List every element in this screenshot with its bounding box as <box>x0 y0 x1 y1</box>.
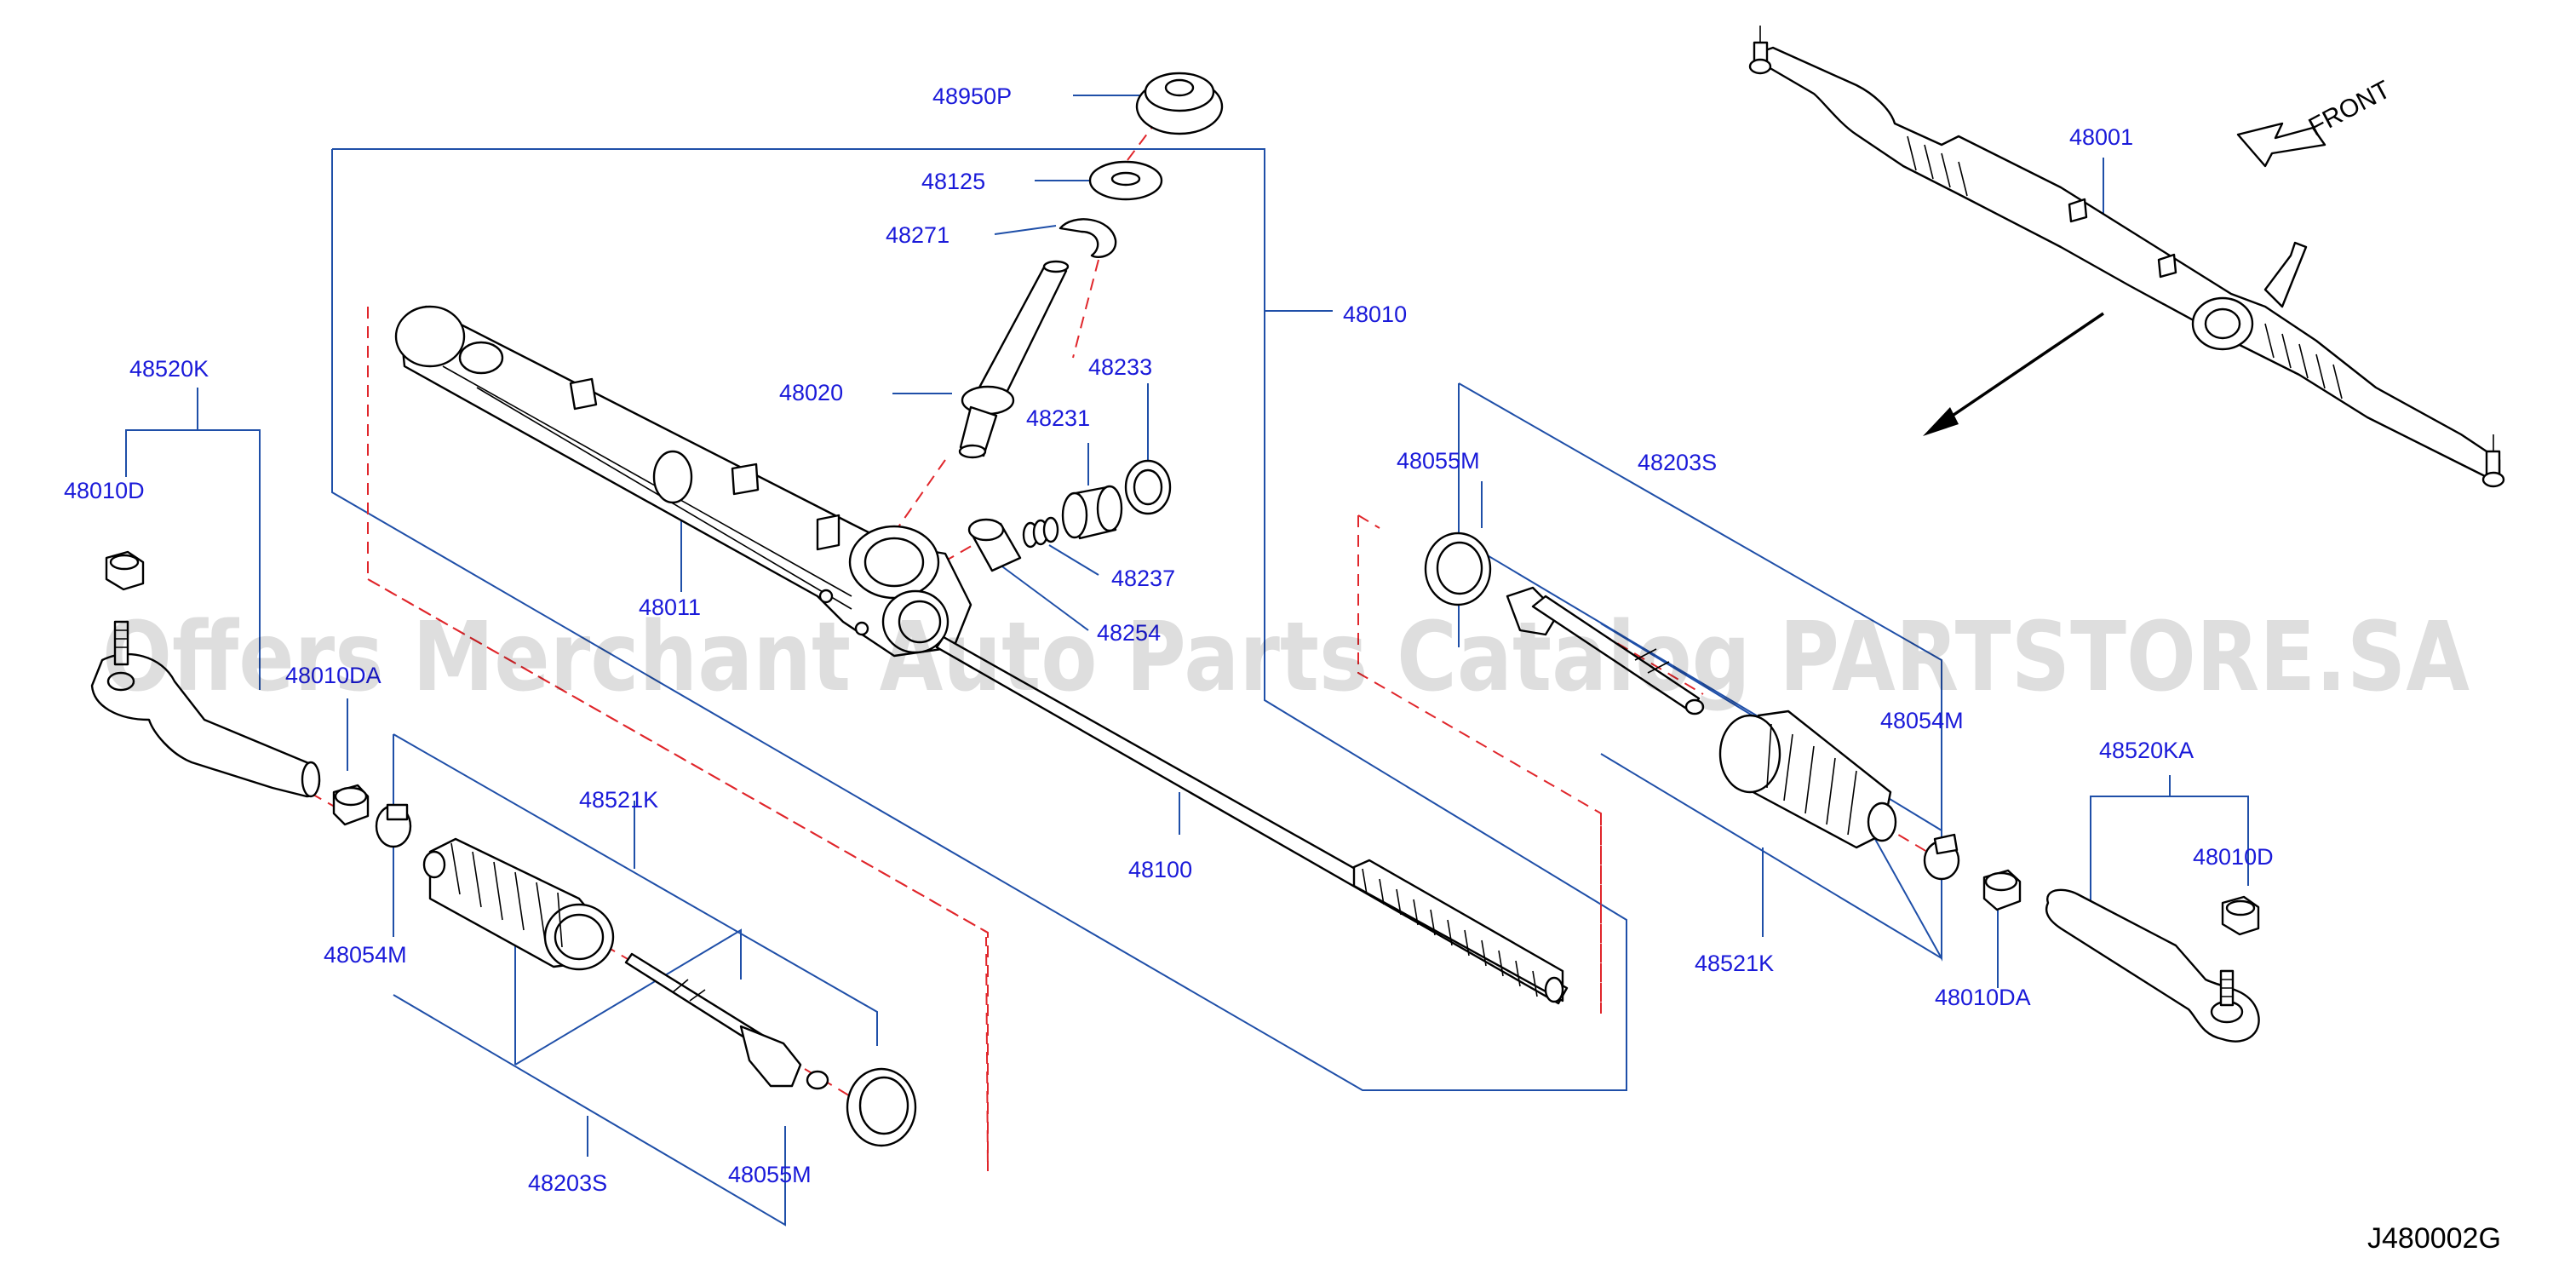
label-48020: 48020 <box>779 380 843 405</box>
insulator-48950P <box>1135 72 1224 135</box>
label-48054M-left: 48054M <box>324 942 407 968</box>
label-48203S-right: 48203S <box>1638 450 1717 475</box>
bracket-48203S-left <box>393 994 786 1227</box>
label-48237: 48237 <box>1111 566 1175 591</box>
label-48010DA-right: 48010DA <box>1935 985 2031 1010</box>
label-48233: 48233 <box>1088 354 1152 380</box>
front-arrow-icon <box>2236 122 2326 168</box>
label-48010: 48010 <box>1343 302 1407 327</box>
clamp-48055M-right <box>1424 531 1492 606</box>
clamp-48055M-left <box>846 1067 917 1147</box>
bracket-48521K-left <box>393 733 878 1046</box>
label-48520K: 48520K <box>129 356 209 382</box>
steering-gear-assembly-48001 <box>1748 26 2505 488</box>
bushing-48231 <box>1061 485 1123 540</box>
inner-tie-rod-48203S-left <box>624 952 829 1090</box>
snap-ring-48271 <box>1059 218 1117 259</box>
label-48054M-right: 48054M <box>1880 708 1964 733</box>
label-48010D-right: 48010D <box>2193 844 2274 870</box>
label-48001: 48001 <box>2069 124 2133 150</box>
label-48011: 48011 <box>639 595 701 620</box>
bracket-48520K <box>125 429 261 690</box>
label-48521K-left: 48521K <box>579 787 658 813</box>
watermark: Offers Merchant Auto Parts Catalog PARTS… <box>102 602 2470 713</box>
label-48010D-left: 48010D <box>64 478 145 503</box>
label-48520KA: 48520KA <box>2099 738 2194 763</box>
label-48254: 48254 <box>1097 620 1161 646</box>
direction-arrow-icon <box>1923 312 2104 436</box>
label-48010DA-left: 48010DA <box>285 663 382 688</box>
bracket-48010 <box>331 148 1627 1091</box>
nut-48010DA-right <box>1982 869 2022 911</box>
tie-rod-end-left-48520K <box>90 620 321 798</box>
label-48125: 48125 <box>921 169 985 194</box>
spring-48237 <box>1022 516 1059 549</box>
boot-48521K-right <box>1718 710 1897 849</box>
clamp-48054M-right <box>1923 833 1960 881</box>
nut-48010D-right <box>2221 895 2260 936</box>
inner-tie-rod-48203S-right <box>1506 586 1705 715</box>
label-48055M-left: 48055M <box>728 1162 812 1187</box>
label-48271: 48271 <box>886 222 950 248</box>
front-label: FRONT <box>2304 76 2395 142</box>
label-48950P: 48950P <box>932 83 1012 109</box>
rack-housing-48011 <box>394 305 972 658</box>
pinion-48020 <box>958 260 1070 459</box>
nut-48010D-left <box>105 550 145 591</box>
label-48203S-left: 48203S <box>528 1170 607 1196</box>
rack-bar-48100 <box>935 635 1569 1005</box>
nut-48010DA-left <box>332 784 370 826</box>
label-48231: 48231 <box>1026 405 1090 431</box>
washer-48125 <box>1088 160 1163 201</box>
boot-48521K-left <box>422 837 615 971</box>
label-48055M-right: 48055M <box>1397 448 1480 474</box>
drawing-code: J480002G <box>2367 1222 2501 1255</box>
label-48100: 48100 <box>1128 857 1192 882</box>
clamp-48054M-left <box>375 803 412 848</box>
label-48521K-right: 48521K <box>1695 951 1774 976</box>
tie-rod-end-right-48520KA <box>2045 888 2260 1043</box>
washer-48233 <box>1124 459 1172 515</box>
retainer-48254 <box>967 518 1022 572</box>
